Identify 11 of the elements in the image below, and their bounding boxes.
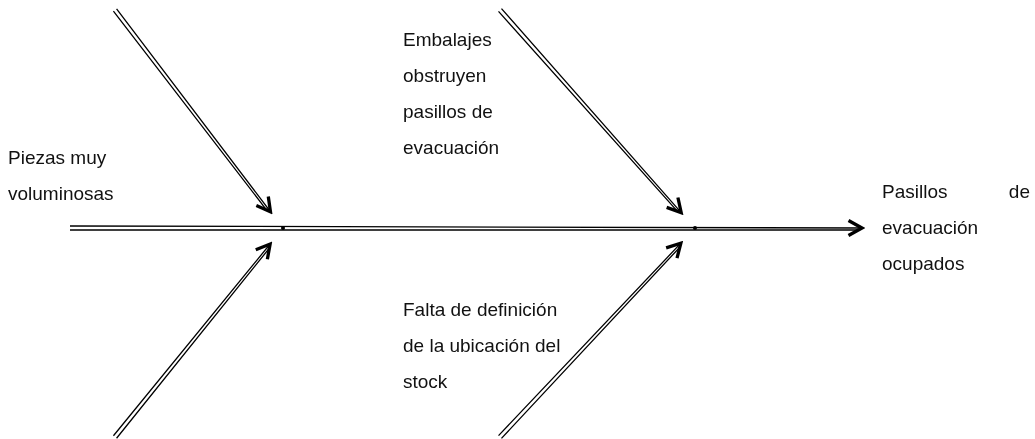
double-arrow [497,241,683,439]
double-arrow [112,242,272,439]
effect-text: Pasillos de evacuación ocupados [882,174,1030,282]
cause-text: Piezas muy voluminosas [8,146,115,206]
double-arrow [69,218,864,238]
cause-text: Falta de definición de la ubicación del stock [403,298,562,394]
junction-point [693,226,697,230]
double-arrow [112,8,273,214]
double-arrow [497,8,683,215]
junction-point [281,226,285,230]
cause-text: Embalajes obstruyen pasillos de evacuación [403,28,501,160]
